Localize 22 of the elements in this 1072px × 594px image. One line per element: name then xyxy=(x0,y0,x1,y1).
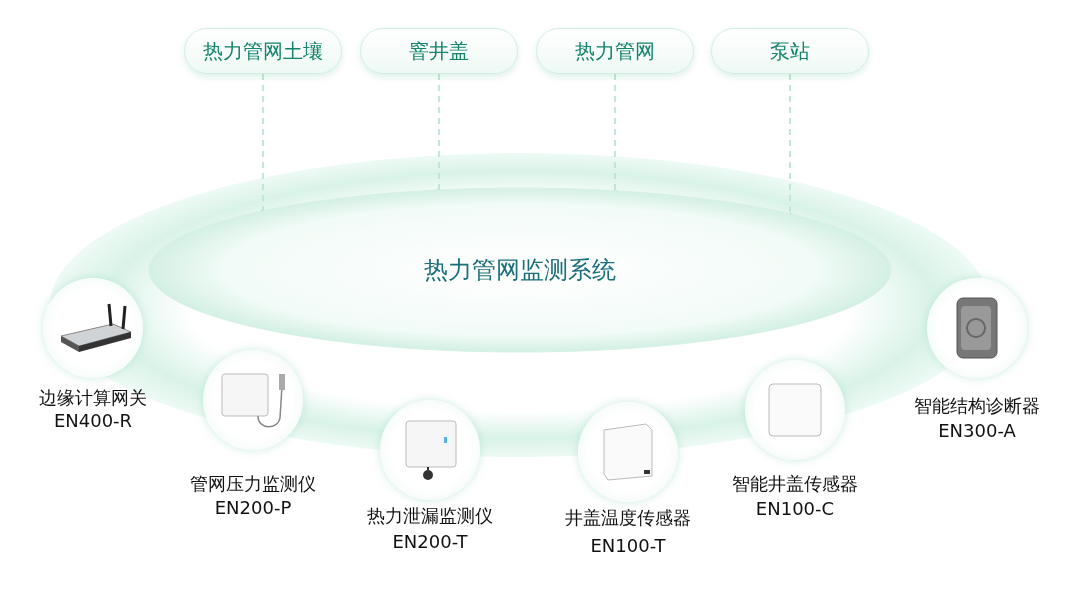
pill-label: 热力管网土壤 xyxy=(203,37,323,65)
pill-label: 窨井盖 xyxy=(409,37,469,65)
pill-label: 泵站 xyxy=(770,37,810,65)
model-number: EN100-C xyxy=(754,498,836,519)
device-name: 智能井盖传感器 xyxy=(731,472,859,496)
category-pill xyxy=(184,28,342,74)
system-ellipse xyxy=(148,187,892,353)
category-pill xyxy=(360,28,518,74)
model-number: EN400-R xyxy=(52,410,134,431)
device-name: 边缘计算网关 xyxy=(38,386,148,410)
pill-label: 热力管网 xyxy=(575,37,655,65)
model-number: EN200-P xyxy=(213,497,293,518)
device-name: 管网压力监测仪 xyxy=(189,472,317,496)
system-title: 热力管网监测系统 xyxy=(424,255,616,286)
category-pill xyxy=(536,28,694,74)
device-name: 智能结构诊断器 xyxy=(913,394,1041,418)
device-name: 热力泄漏监测仪 xyxy=(366,504,494,528)
model-number: EN200-T xyxy=(391,531,469,552)
model-number: EN100-T xyxy=(589,535,667,556)
model-number: EN300-A xyxy=(937,420,1017,441)
device-name: 井盖温度传感器 xyxy=(564,506,692,530)
category-pill xyxy=(711,28,869,74)
